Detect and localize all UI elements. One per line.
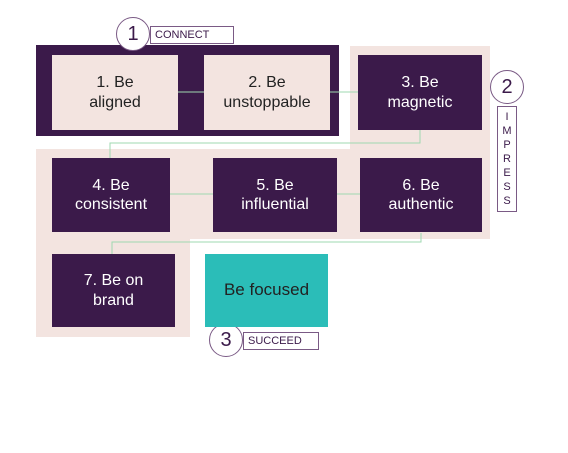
stage-2-letter-0: I xyxy=(505,111,509,123)
step-3-box: 3. Be magnetic xyxy=(358,55,482,130)
stage-2-letter-5: S xyxy=(503,181,511,193)
stage-2-letter-2: P xyxy=(503,139,511,151)
stage-1-number: 1 xyxy=(116,17,150,51)
stage-1-label: CONNECT xyxy=(150,26,234,44)
focus-label: Be focused xyxy=(223,280,310,300)
step-2-label: 2. Be unstoppable xyxy=(223,74,311,111)
step-7-label: 7. Be on brand xyxy=(83,272,144,309)
step-6-label: 6. Be authentic xyxy=(388,176,454,213)
stage-3-label: SUCCEED xyxy=(243,332,319,350)
step-5-label: 5. Be influential xyxy=(241,176,309,213)
step-1-label: 1. Be aligned xyxy=(89,74,141,111)
stage-2-letter-3: R xyxy=(503,153,511,165)
connector-3-4 xyxy=(109,130,421,158)
connector-6-7 xyxy=(111,233,422,254)
step-1-box: 1. Be aligned xyxy=(52,55,178,130)
step-7-box: 7. Be on brand xyxy=(52,254,175,327)
stage-2-letter-1: M xyxy=(502,125,512,137)
step-2-box: 2. Be unstoppable xyxy=(204,55,330,130)
stage-3-number: 3 xyxy=(209,323,243,357)
step-6-box: 6. Be authentic xyxy=(360,158,482,232)
stage-2-number: 2 xyxy=(490,70,524,104)
step-4-label: 4. Be consistent xyxy=(74,176,148,213)
step-4-box: 4. Be consistent xyxy=(52,158,170,232)
stage-2-letter-4: E xyxy=(503,167,511,179)
step-3-label: 3. Be magnetic xyxy=(387,74,453,111)
focus-box: Be focused xyxy=(205,254,328,327)
step-5-box: 5. Be influential xyxy=(213,158,337,232)
stage-2-letter-6: S xyxy=(503,195,511,207)
